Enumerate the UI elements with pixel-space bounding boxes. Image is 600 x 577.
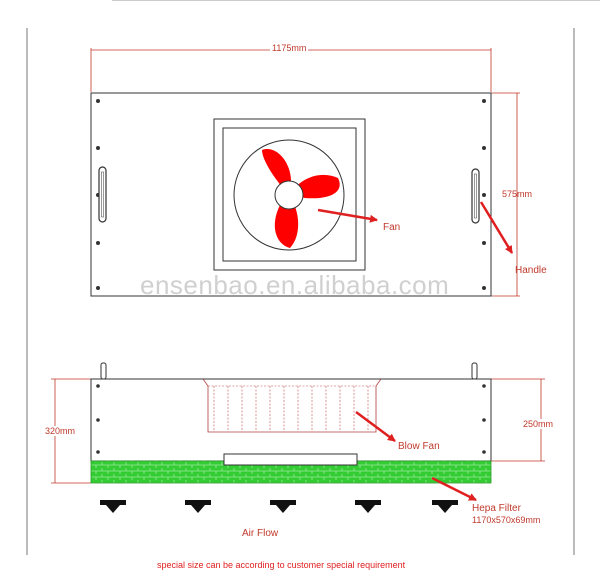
width-dimension-label: 1175mm (270, 43, 309, 53)
blow-fan-arrow (355, 410, 396, 443)
handle-arrow (479, 201, 514, 254)
airflow-arrows (100, 500, 458, 513)
handle-label: Handle (515, 265, 547, 276)
blow-fan-body (202, 378, 382, 433)
fan-label: Fan (383, 222, 401, 233)
height-dimension-label: 575mm (502, 189, 533, 199)
inner-height-dimension-label: 250mm (522, 419, 555, 429)
watermark: ensenbao.en.alibaba.com (140, 270, 450, 300)
side-height-dimension-label: 320mm (44, 426, 77, 436)
filter-label-line2: 1170x570x69mm (472, 515, 541, 525)
airflow-label: Air Flow (242, 528, 279, 539)
top-view (90, 48, 520, 297)
blow-fan-label: Blow Fan (398, 441, 440, 452)
side-view (51, 362, 545, 513)
fan-hub (274, 180, 304, 210)
unit-body-side (90, 378, 492, 462)
filter-label-line1: Hepa Filter (472, 503, 521, 514)
footer-note: special size can be according to custome… (157, 560, 406, 570)
filter-arrow (431, 476, 477, 502)
screws (96, 99, 486, 290)
fan-arrow (317, 208, 378, 223)
lifting-hooks (100, 362, 478, 380)
